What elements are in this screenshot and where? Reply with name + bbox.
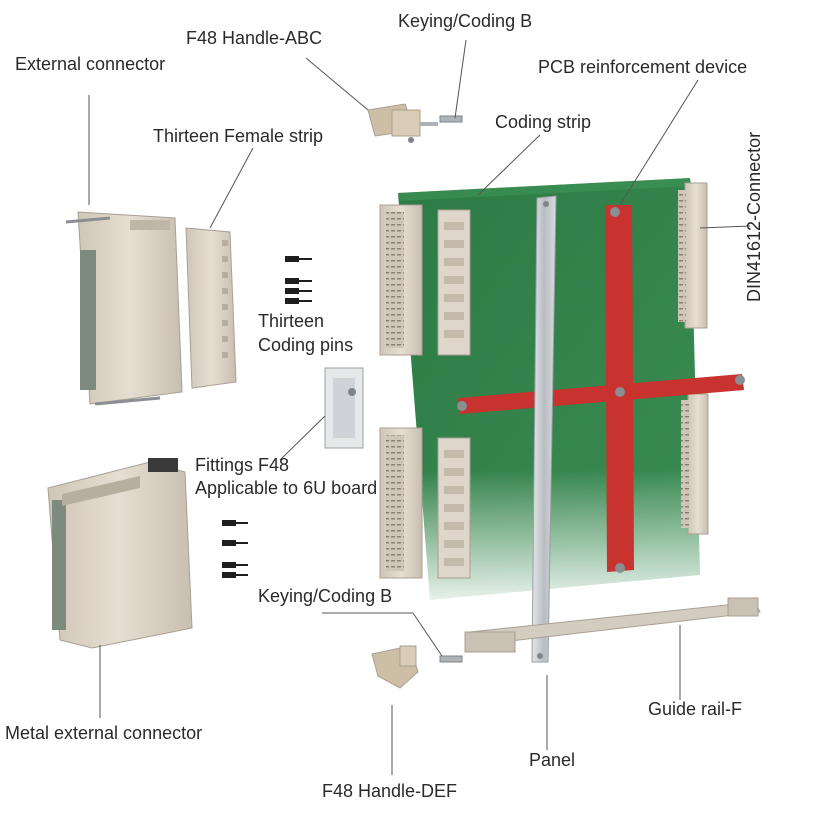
female-strip [185, 227, 237, 389]
handle-def [371, 645, 419, 689]
label-panel: Panel [529, 750, 576, 770]
label-fittings-line1: Fittings F48 [195, 455, 290, 475]
label-pcb-reinforcement: PCB reinforcement device [538, 57, 748, 77]
label-external-connector: External connector [15, 54, 166, 74]
label-fittings-line2: Applicable to 6U board [195, 478, 378, 498]
keying-coding-b-top [420, 115, 463, 126]
pcb-reinforcement-device [457, 205, 745, 573]
fittings-f48 [324, 367, 364, 449]
label-keying-coding-b-bottom: Keying/Coding B [258, 586, 393, 606]
coding-pins-cluster-lower [222, 520, 248, 578]
label-coding-strip: Coding strip [495, 112, 592, 132]
coding-strip-lower [437, 437, 471, 579]
label-female-strip: Thirteen Female strip [153, 126, 324, 146]
label-keying-coding-b-top: Keying/Coding B [398, 11, 533, 31]
label-handle-def: F48 Handle-DEF [322, 781, 458, 801]
keying-coding-b-bottom [439, 655, 463, 663]
din-connector-right-upper [678, 182, 708, 329]
metal-external-connector [47, 458, 193, 649]
label-coding-pins-line1: Thirteen [258, 311, 325, 331]
coding-strip-upper [437, 209, 471, 356]
external-connector [65, 211, 183, 406]
din-connector-left-lower [379, 427, 423, 579]
din-connector-left-upper [379, 204, 423, 356]
coding-pins-cluster [285, 256, 312, 304]
label-handle-abc: F48 Handle-ABC [186, 28, 323, 48]
label-guide-rail: Guide rail-F [648, 699, 743, 719]
handle-abc [367, 103, 421, 143]
guide-rail [464, 597, 761, 653]
label-coding-pins-line2: Coding pins [258, 335, 354, 355]
din-connector-right-lower [681, 393, 709, 535]
label-metal-external-connector: Metal external connector [5, 723, 203, 743]
leader-lines [88, 39, 751, 775]
label-din-connector: DIN41612-Connector [744, 131, 764, 302]
front-panel [531, 195, 557, 663]
